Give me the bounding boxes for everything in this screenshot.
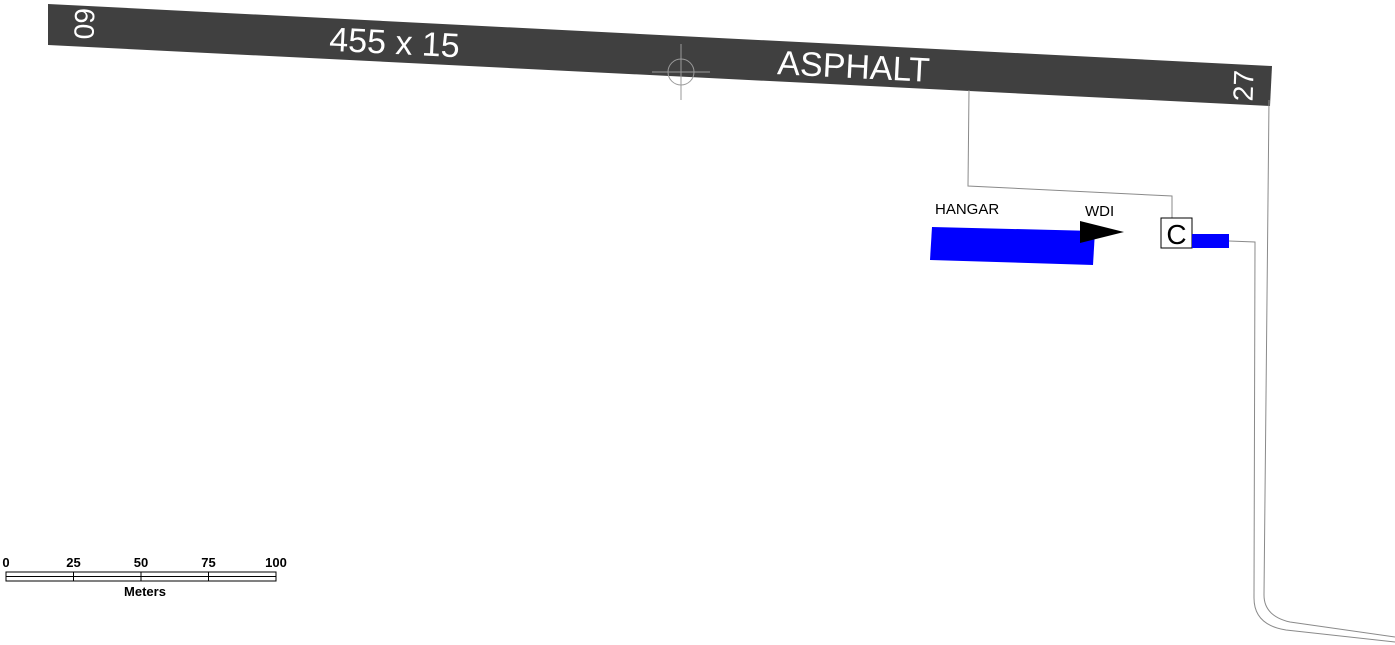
fuel-symbol-box [1160,217,1193,249]
wdi-label: WDI [1085,203,1114,220]
hangar-building [930,227,1095,265]
runway-dimensions-label: 455 x 15 [328,21,460,66]
airport-reference-point-icon [652,44,710,100]
hangar-label: HANGAR [935,201,999,218]
scale-tick-0: 0 [2,555,9,570]
scale-bar: 0 25 50 75 100 Meters [2,555,286,599]
access-road [1228,99,1395,643]
scale-tick-100: 100 [265,555,287,570]
runway-surface-label: ASPHALT [776,44,930,90]
scale-tick-25: 25 [66,555,80,570]
wind-direction-indicator-icon [1080,221,1124,243]
runway-surface [48,4,1272,106]
scale-tick-50: 50 [134,555,148,570]
runway: 09 455 x 15 ASPHALT 27 [48,4,1272,106]
fuel-symbol-label: C [1166,219,1186,250]
small-building [1192,234,1229,248]
scale-tick-75: 75 [201,555,215,570]
runway-end-west-label: 09 [68,8,100,40]
taxiway-apron [967,89,1173,218]
scale-unit-label: Meters [124,584,166,599]
runway-end-east-label: 27 [1227,70,1259,102]
